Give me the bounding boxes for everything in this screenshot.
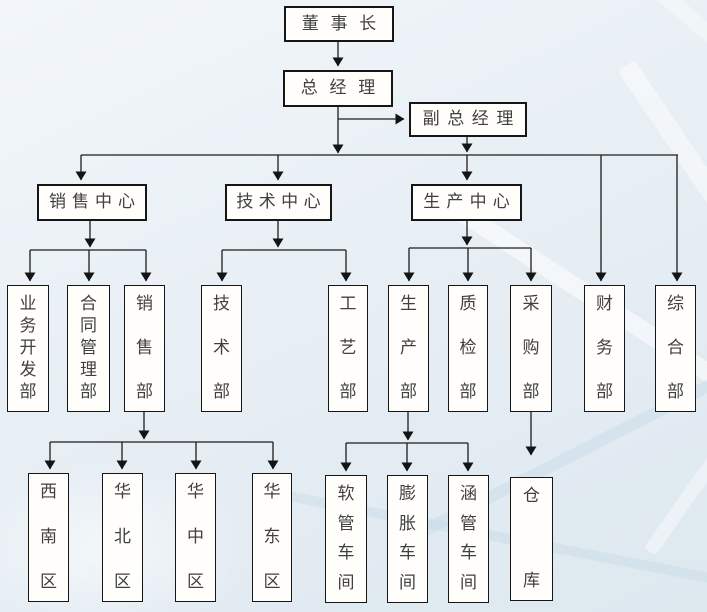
node-general-manager: 总经理 [283, 70, 393, 107]
node-sales-center: 销售中心 [37, 184, 147, 221]
node-purchasing-dept: 采购部 [510, 285, 552, 412]
node-southwest-region: 西南区 [28, 473, 69, 602]
node-hose-workshop: 软管车间 [325, 475, 367, 603]
node-tech-center: 技术中心 [225, 184, 332, 221]
node-central-china-region: 华中区 [175, 473, 216, 602]
node-deputy-general-manager: 副总经理 [409, 102, 527, 137]
node-warehouse: 仓库 [510, 477, 553, 601]
node-culvert-pipe-workshop: 涵管车间 [448, 475, 489, 603]
background-beam [617, 60, 707, 320]
node-chairman: 董事长 [284, 6, 394, 42]
rail-sales-dept [44, 412, 279, 470]
rail-production-center [403, 221, 537, 282]
node-technology-dept: 技术部 [201, 285, 242, 412]
node-production-center: 生产中心 [411, 184, 522, 221]
node-expansion-workshop: 膨胀车间 [387, 475, 428, 603]
node-north-china-region: 华北区 [102, 473, 143, 602]
rail-production-dept [340, 412, 474, 472]
node-east-china-region: 华东区 [252, 473, 292, 602]
node-finance-dept: 财务部 [584, 285, 625, 412]
node-quality-inspection-dept: 质检部 [448, 285, 488, 412]
rail-sales-center [24, 221, 152, 282]
node-general-affairs-dept: 综合部 [655, 285, 696, 412]
node-sales-dept: 销售部 [124, 285, 165, 412]
node-process-dept: 工艺部 [328, 285, 368, 412]
node-business-development-dept: 业务开发部 [7, 285, 49, 412]
rail-level1 [75, 154, 683, 282]
node-contract-management-dept: 合同管理部 [67, 285, 110, 412]
node-production-dept: 生产部 [388, 285, 429, 412]
rail-tech-center [216, 221, 352, 282]
background-beam [645, 0, 707, 158]
